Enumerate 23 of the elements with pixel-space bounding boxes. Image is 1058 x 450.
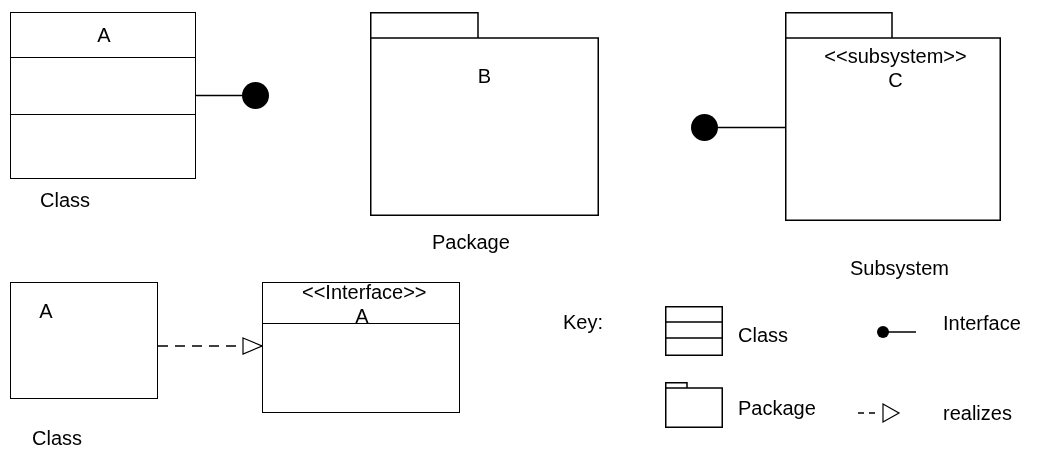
class-box <box>10 12 196 179</box>
package-folder <box>370 12 599 216</box>
legend-label: Package <box>738 396 816 420</box>
class-name: A <box>38 299 54 323</box>
class-box <box>10 282 158 399</box>
class-name: A <box>96 23 112 47</box>
package-name: B <box>476 64 493 88</box>
node-label: Package <box>432 230 510 254</box>
legend-label: realizes <box>943 401 1012 425</box>
package-name: <<subsystem>> C <box>823 44 968 92</box>
key-heading: Key: <box>563 310 604 334</box>
legend-label: Interface <box>943 311 1021 335</box>
class-box <box>262 282 460 413</box>
package-folder <box>785 12 1001 221</box>
node-label: Class <box>40 188 90 212</box>
legend-label: Class <box>738 323 788 347</box>
realization-arrow <box>157 337 263 355</box>
interface-ball <box>242 82 269 109</box>
node-label: Subsystem <box>850 256 949 280</box>
interface-ball <box>691 114 718 141</box>
connector-line <box>717 126 786 129</box>
connector-line <box>195 94 243 97</box>
node-label: Class <box>32 426 82 450</box>
